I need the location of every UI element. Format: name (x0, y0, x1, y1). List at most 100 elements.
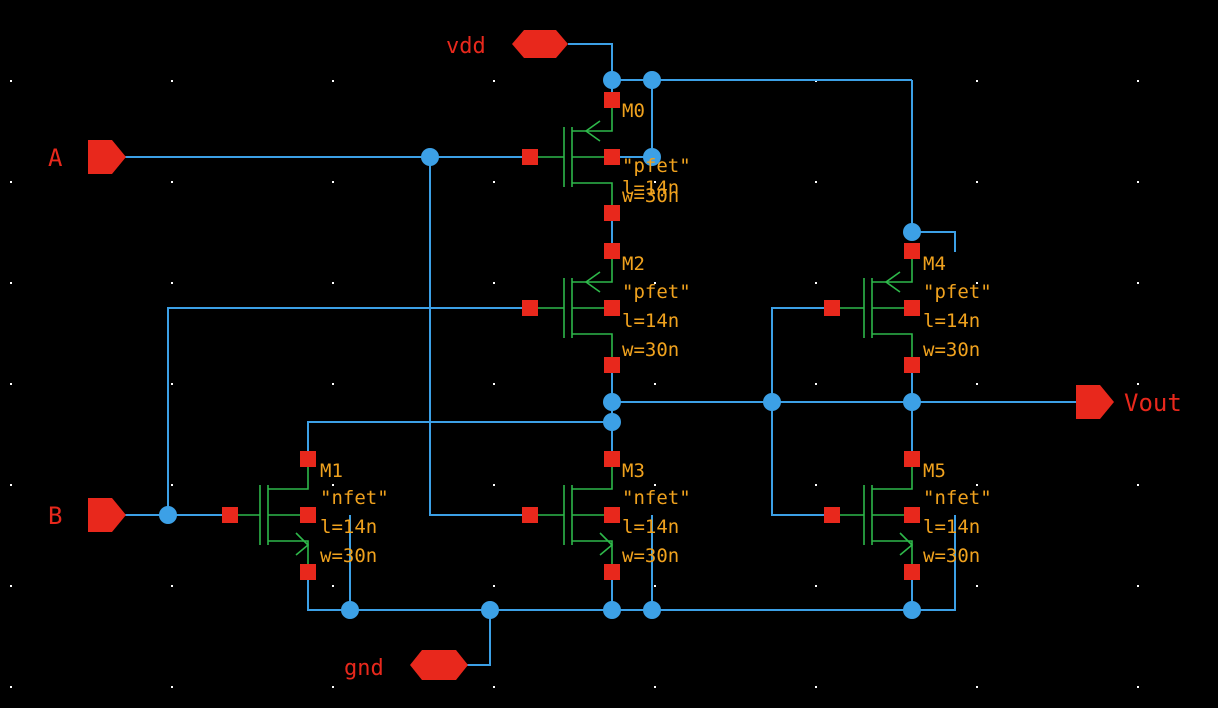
grid-dot (10, 484, 12, 486)
device-model-m3: "nfet" (622, 487, 691, 509)
nmos-arrow (899, 532, 914, 556)
transistor-m5[interactable] (840, 465, 914, 566)
grid-dot (976, 484, 978, 486)
grid-dot (493, 80, 495, 82)
transistor-m1[interactable] (238, 465, 310, 566)
bulk-terminal[interactable] (904, 300, 920, 316)
junction-dot[interactable] (903, 393, 921, 411)
wire-m4-bulk[interactable] (912, 231, 956, 252)
source-terminal[interactable] (904, 357, 920, 373)
drain-terminal[interactable] (604, 92, 620, 108)
grid-dot (171, 686, 173, 688)
source-terminal[interactable] (904, 564, 920, 580)
device-model-m2: "pfet" (622, 281, 691, 303)
gate-terminal[interactable] (522, 149, 538, 165)
grid-dot (493, 383, 495, 385)
bulk-terminal[interactable] (604, 300, 620, 316)
junction-dot[interactable] (643, 601, 661, 619)
pin-vdd-label: vdd (446, 34, 486, 59)
grid-dot (654, 484, 656, 486)
grid-dot (171, 282, 173, 284)
grid-dot (332, 383, 334, 385)
grid-dot (10, 686, 12, 688)
nmos-arrow (599, 532, 614, 556)
device-model-m1: "nfet" (320, 487, 389, 509)
device-name-m3: M3 (622, 460, 645, 482)
grid-dot (332, 80, 334, 82)
source-terminal[interactable] (300, 564, 316, 580)
bulk-terminal[interactable] (300, 507, 316, 523)
junction-dot[interactable] (643, 148, 661, 166)
device-length-m4: l=14n (923, 310, 980, 332)
pin-vout-shape[interactable] (1076, 385, 1114, 419)
bulk-terminal[interactable] (904, 507, 920, 523)
grid-dot (1137, 585, 1139, 587)
junction-dot[interactable] (481, 601, 499, 619)
grid-dot (332, 686, 334, 688)
source-terminal[interactable] (604, 357, 620, 373)
gate-terminal[interactable] (222, 507, 238, 523)
wire-vdd[interactable] (568, 43, 613, 80)
pin-vdd-shape[interactable] (512, 30, 568, 58)
source-terminal[interactable] (604, 205, 620, 221)
device-length-m1: l=14n (320, 516, 377, 538)
transistor-m4[interactable] (840, 257, 913, 359)
bulk-terminal[interactable] (604, 507, 620, 523)
grid-dot (1137, 181, 1139, 183)
grid-dot (493, 484, 495, 486)
bulk-terminal[interactable] (604, 149, 620, 165)
gate-terminal[interactable] (824, 300, 840, 316)
transistor-m2[interactable] (538, 257, 613, 359)
grid-dot (171, 181, 173, 183)
transistor-m0[interactable] (538, 106, 613, 207)
device-model-m5: "nfet" (923, 487, 992, 509)
grid-dot (10, 282, 12, 284)
junction-dot[interactable] (421, 148, 439, 166)
drain-terminal[interactable] (904, 243, 920, 259)
pin-gnd-shape[interactable] (410, 650, 468, 680)
wire-out-m4[interactable] (771, 307, 832, 402)
pin-gnd-label: gnd (344, 656, 384, 681)
junction-dot[interactable] (603, 413, 621, 431)
pin-b-shape[interactable] (88, 498, 126, 532)
junctions (159, 71, 921, 619)
device-length-m3: l=14n (622, 516, 679, 538)
wire-m1-drain[interactable] (307, 421, 612, 459)
grid-dot (815, 585, 817, 587)
wire-a-m3[interactable] (429, 157, 530, 516)
wire-b-m2[interactable] (167, 307, 530, 515)
device-model-m4: "pfet" (923, 281, 992, 303)
junction-dot[interactable] (603, 71, 621, 89)
junction-dot[interactable] (603, 393, 621, 411)
grid-dot (976, 282, 978, 284)
wires (125, 43, 1078, 666)
device-width-m3: w=30n (622, 545, 679, 567)
gate-terminal[interactable] (824, 507, 840, 523)
drain-terminal[interactable] (604, 451, 620, 467)
gate-terminal[interactable] (522, 300, 538, 316)
device-name-m1: M1 (320, 460, 343, 482)
grid-dot (815, 383, 817, 385)
device-model-m0: "pfet" (622, 155, 691, 177)
junction-dot[interactable] (341, 601, 359, 619)
wire-gnd-rail[interactable] (307, 515, 956, 611)
junction-dot[interactable] (903, 223, 921, 241)
gate-terminal[interactable] (522, 507, 538, 523)
junction-dot[interactable] (643, 71, 661, 89)
junction-dot[interactable] (763, 393, 781, 411)
device-width-m1: w=30n (320, 545, 377, 567)
source-lead (872, 540, 913, 566)
wire-out-m5[interactable] (771, 402, 832, 516)
grid-dot (654, 282, 656, 284)
drain-terminal[interactable] (904, 451, 920, 467)
source-terminal[interactable] (604, 564, 620, 580)
drain-terminal[interactable] (300, 451, 316, 467)
wire-gnd[interactable] (465, 610, 491, 666)
source-lead (872, 333, 913, 359)
drain-terminal[interactable] (604, 243, 620, 259)
junction-dot[interactable] (903, 601, 921, 619)
junction-dot[interactable] (159, 506, 177, 524)
junction-dot[interactable] (603, 601, 621, 619)
pin-a-shape[interactable] (88, 140, 126, 174)
